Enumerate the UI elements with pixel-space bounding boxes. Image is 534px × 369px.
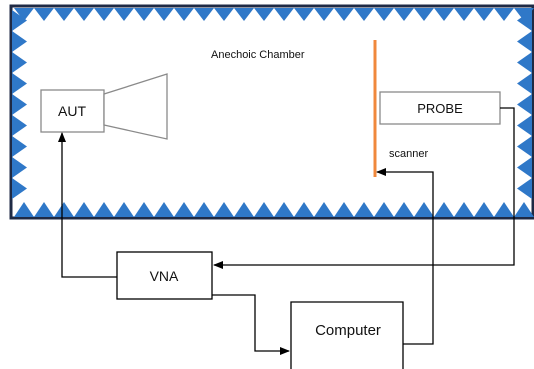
absorber-cone xyxy=(334,8,354,21)
absorber-cone xyxy=(254,202,274,217)
absorber-cone xyxy=(514,202,534,217)
absorber-cone xyxy=(74,202,94,217)
absorber-cone xyxy=(394,8,414,21)
absorber-cone xyxy=(394,202,414,217)
absorber-cone xyxy=(214,202,234,217)
vna-box xyxy=(116,251,213,300)
absorber-cone xyxy=(354,202,374,217)
absorber-cone xyxy=(174,8,194,21)
computer-box xyxy=(290,301,404,369)
computer-label: Computer xyxy=(315,322,381,339)
absorber-cone xyxy=(254,8,274,21)
absorber-cone xyxy=(514,8,534,21)
absorber-cone xyxy=(154,202,174,217)
chamber-title: Anechoic Chamber xyxy=(211,49,305,61)
probe-label: PROBE xyxy=(417,101,463,116)
absorber-cone xyxy=(114,202,134,217)
absorber-cone xyxy=(494,8,514,21)
absorber-cone xyxy=(134,8,154,21)
absorber-cone xyxy=(334,202,354,217)
absorber-cones xyxy=(12,8,534,217)
aut-label: AUT xyxy=(58,103,86,119)
absorber-cone xyxy=(434,202,454,217)
absorber-cone xyxy=(274,8,294,21)
absorber-cone xyxy=(517,31,532,52)
absorber-cone xyxy=(234,202,254,217)
absorber-cone xyxy=(214,8,234,21)
absorber-cone xyxy=(294,8,314,21)
absorber-cone xyxy=(14,202,34,217)
computer-to-scanner-wire xyxy=(376,168,434,345)
absorber-cone xyxy=(12,31,27,52)
absorber-cone xyxy=(94,8,114,21)
absorber-cone xyxy=(234,8,254,21)
absorber-cone xyxy=(494,202,514,217)
absorber-cone xyxy=(414,202,434,217)
absorber-cone xyxy=(12,136,27,157)
horn-antenna-icon xyxy=(103,73,168,140)
absorber-cone xyxy=(454,8,474,21)
absorber-cone xyxy=(354,8,374,21)
absorber-cone xyxy=(474,8,494,21)
absorber-cone xyxy=(12,10,27,31)
absorber-cone xyxy=(314,8,334,21)
absorber-cone xyxy=(12,157,27,178)
absorber-cone xyxy=(434,8,454,21)
absorber-cone xyxy=(294,202,314,217)
wiring xyxy=(58,107,515,355)
absorber-cone xyxy=(12,73,27,94)
absorber-cone xyxy=(474,202,494,217)
vna-label: VNA xyxy=(150,268,179,284)
absorber-cone xyxy=(174,202,194,217)
vna-to-aut-wire xyxy=(58,132,117,278)
vna-to-computer-wire xyxy=(212,294,290,355)
absorber-cone xyxy=(517,178,532,199)
absorber-cone xyxy=(34,202,54,217)
absorber-cone xyxy=(154,8,174,21)
absorber-cone xyxy=(414,8,434,21)
absorber-cone xyxy=(12,52,27,73)
absorber-cone xyxy=(74,8,94,21)
absorber-cone xyxy=(517,115,532,136)
scanner-label: scanner xyxy=(389,148,428,160)
absorber-cone xyxy=(517,52,532,73)
absorber-cone xyxy=(14,8,34,21)
aut-box xyxy=(40,89,105,133)
absorber-cone xyxy=(12,94,27,115)
absorber-cone xyxy=(54,8,74,21)
absorber-cone xyxy=(34,8,54,21)
absorber-cone xyxy=(12,115,27,136)
absorber-cone xyxy=(517,10,532,31)
absorber-cone xyxy=(194,8,214,21)
absorber-cone xyxy=(517,157,532,178)
absorber-cone xyxy=(374,8,394,21)
absorber-cone xyxy=(517,94,532,115)
absorber-cone xyxy=(134,202,154,217)
absorber-cone xyxy=(374,202,394,217)
absorber-cone xyxy=(454,202,474,217)
absorber-cone xyxy=(12,178,27,199)
absorber-cone xyxy=(517,136,532,157)
absorber-cone xyxy=(114,8,134,21)
absorber-cone xyxy=(54,202,74,217)
absorber-cone xyxy=(314,202,334,217)
absorber-cone xyxy=(517,73,532,94)
absorber-cone xyxy=(94,202,114,217)
absorber-cone xyxy=(194,202,214,217)
absorber-cone xyxy=(274,202,294,217)
probe-to-vna-wire xyxy=(213,107,515,269)
